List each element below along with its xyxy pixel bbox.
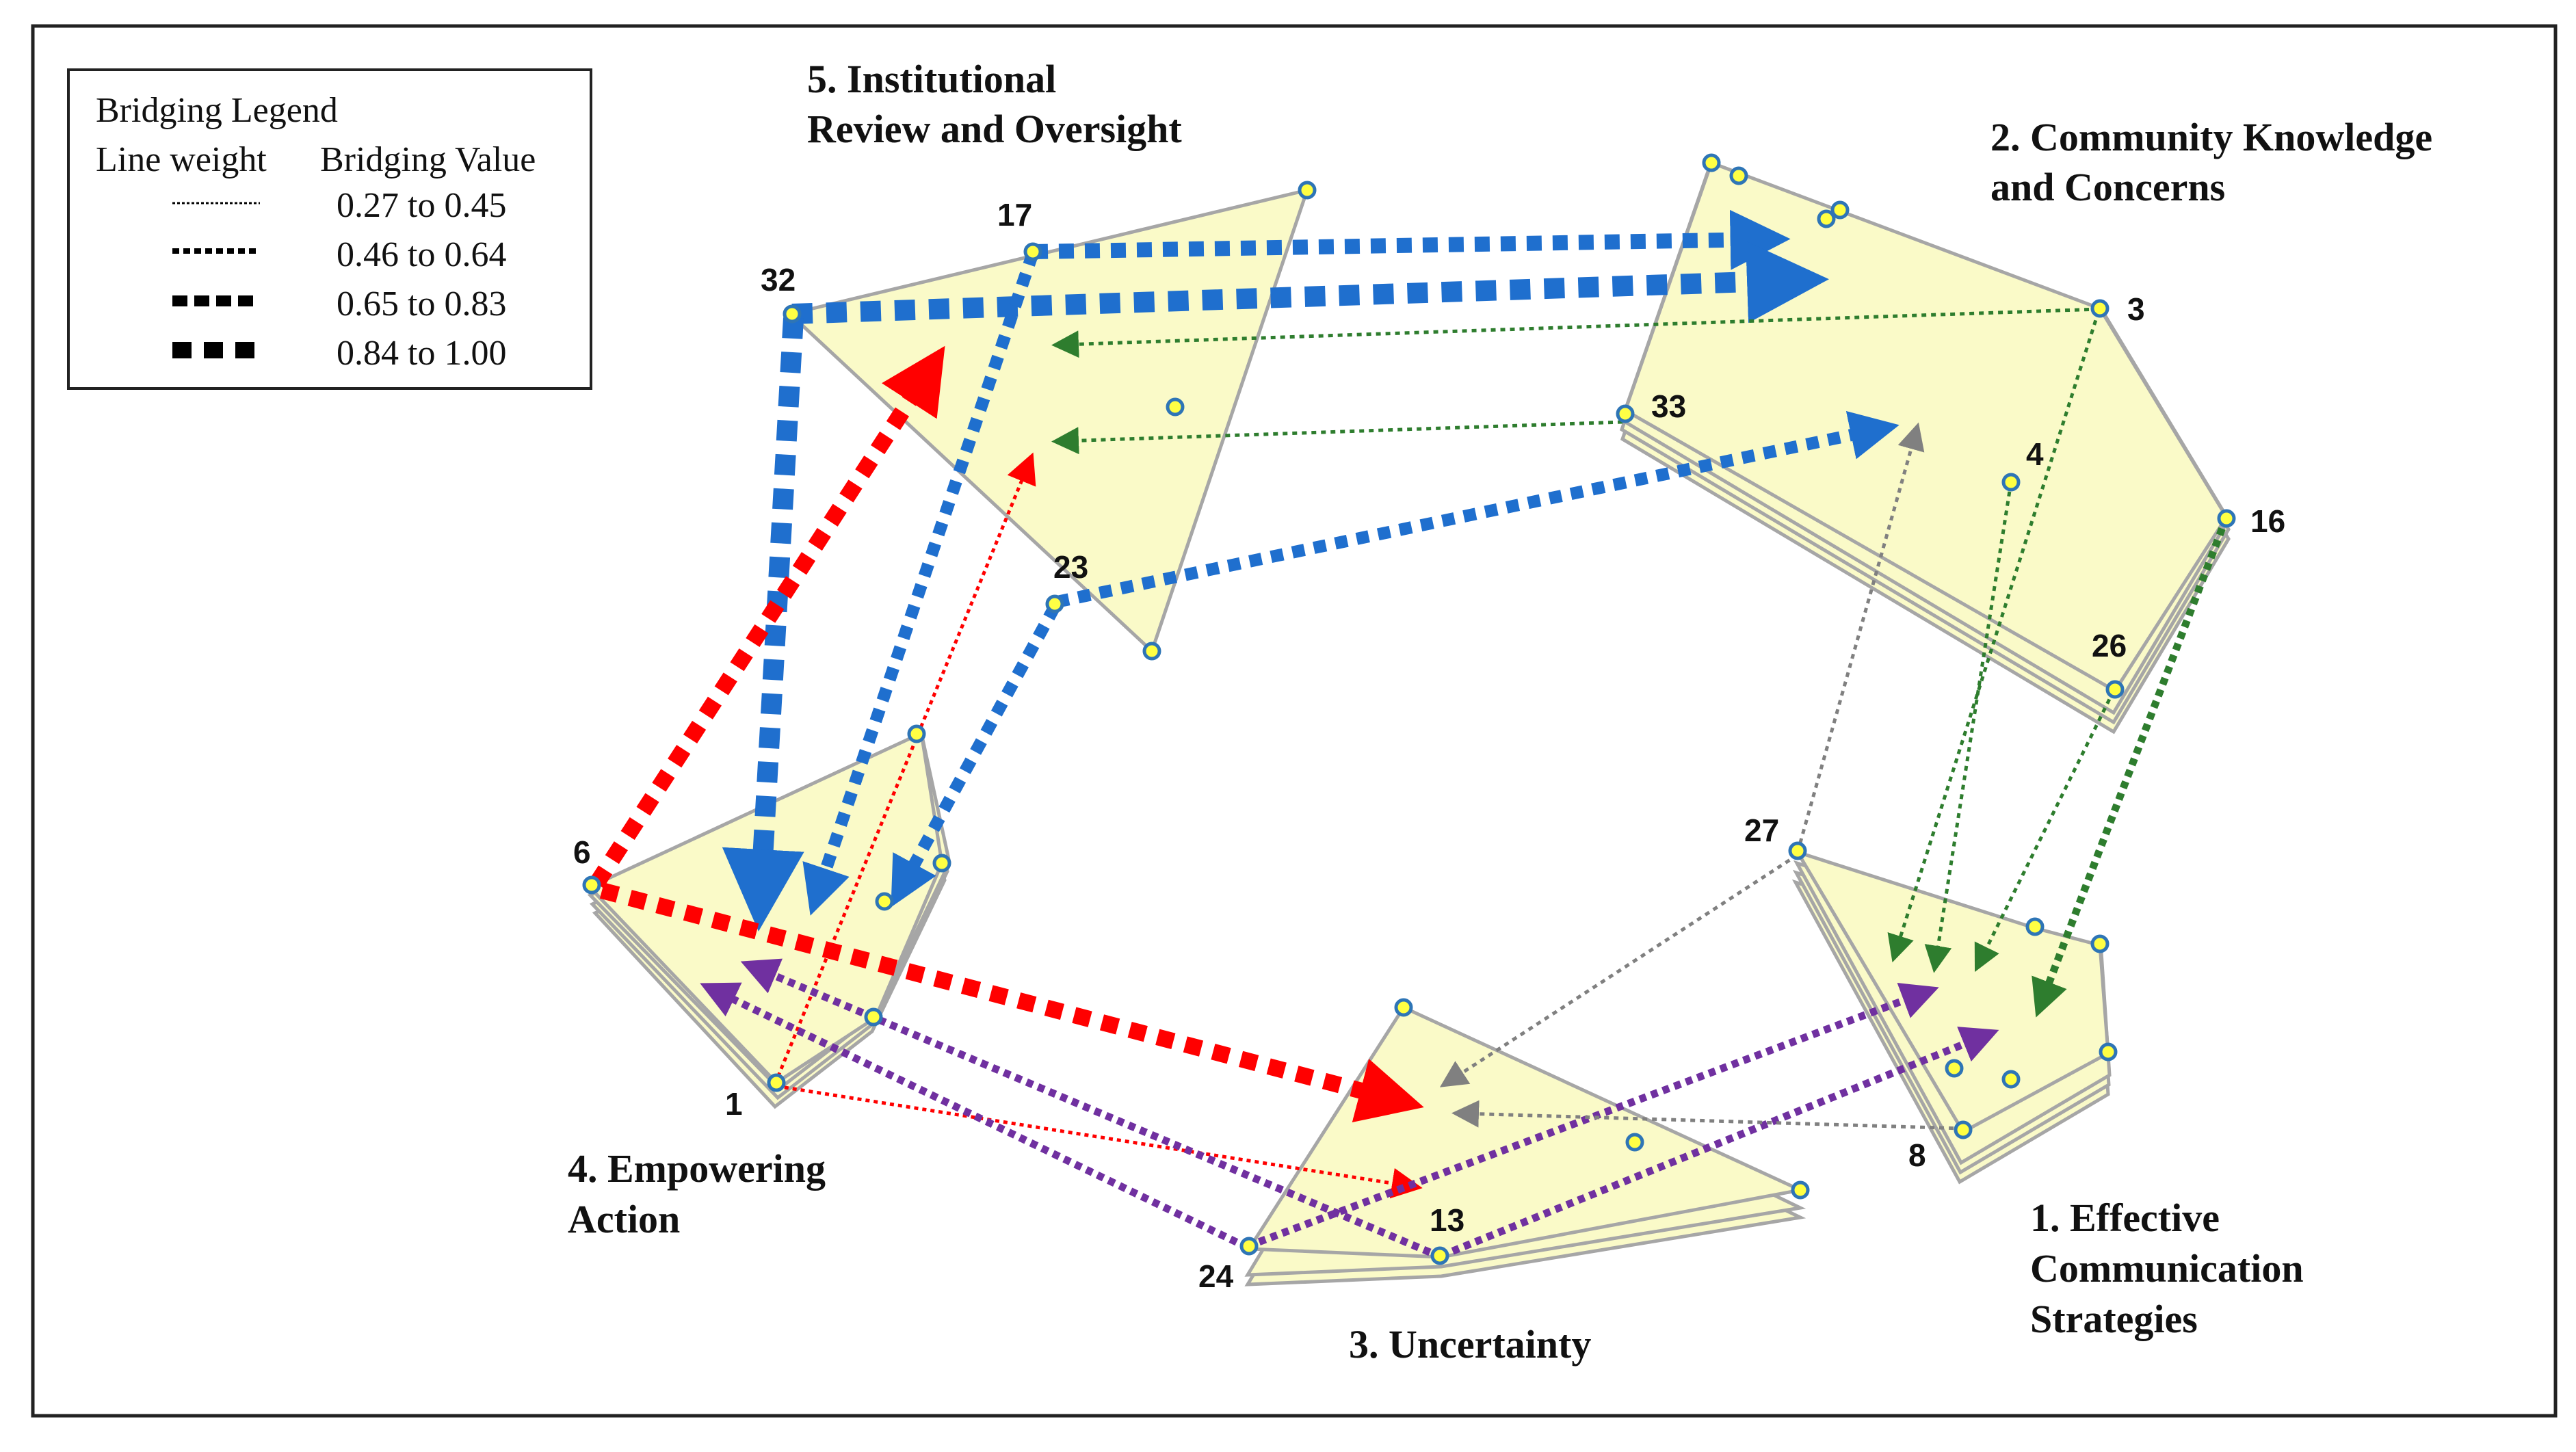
cluster-2-title-line-2: and Concerns — [1990, 165, 2225, 209]
cluster-4-title-line-2: Action — [568, 1197, 680, 1241]
cluster-3-title: 3. Uncertainty — [1349, 1322, 1591, 1367]
point-label-4: 4 — [2026, 436, 2044, 472]
point-label-33: 33 — [1651, 388, 1686, 424]
arrow-4-to-cluster-1 — [1924, 481, 2013, 973]
point-label-6: 6 — [573, 834, 591, 870]
cluster-1-title-line-2: Communication — [2030, 1246, 2304, 1291]
arrow-1-to-cluster-3 — [776, 1084, 1423, 1199]
legend-value-1: 0.27 to 0.45 — [337, 186, 506, 225]
point-label-16: 16 — [2250, 503, 2285, 539]
arrow-26-to-cluster-1 — [1974, 689, 2116, 973]
arrow-16-to-cluster-1 — [2032, 516, 2231, 1018]
bridging-legend: Bridging Legend Line weight Bridging Val… — [67, 68, 592, 390]
figure-border — [31, 24, 2558, 1418]
point-label-17: 17 — [997, 197, 1032, 233]
arrow-24-to-cluster-1 — [1246, 983, 1939, 1250]
arrow-3-to-cluster-5-upper — [1051, 307, 2099, 358]
cluster-2-title-line-1: 2. Community Knowledge — [1990, 115, 2432, 159]
cluster-5-polygon — [786, 187, 1310, 655]
statement-points — [582, 153, 2236, 1265]
cluster-1-title-line-1: 1. Effective — [2030, 1196, 2220, 1240]
arrow-8-to-cluster-3 — [1451, 1100, 1964, 1131]
arrow-23-to-cluster-2 — [1055, 410, 1900, 608]
arrow-32-to-cluster-2 — [791, 241, 1829, 324]
cluster-1-polygon — [1791, 849, 2112, 1185]
legend-value-4: 0.84 to 1.00 — [337, 334, 506, 373]
arrow-23-to-cluster-4 — [891, 603, 1060, 908]
point-label-23: 23 — [1053, 549, 1088, 585]
arrow-27-to-cluster-3 — [1439, 853, 1799, 1087]
legend-col-line: Line weight — [96, 140, 267, 179]
arrow-17-to-cluster-2 — [1032, 209, 1791, 270]
point-label-3: 3 — [2127, 291, 2145, 327]
legend-value-3: 0.65 to 0.83 — [337, 285, 506, 324]
point-label-8: 8 — [1908, 1137, 1926, 1173]
arrow-24-to-cluster-4-a — [700, 982, 1250, 1251]
legend-title: Bridging Legend — [96, 91, 338, 130]
arrow-17-to-cluster-4 — [802, 251, 1039, 916]
cluster-5-title-line-2: Review and Oversight — [807, 107, 1182, 151]
point-label-27: 27 — [1744, 813, 1779, 848]
arrow-3-to-cluster-1 — [1887, 311, 2101, 963]
cluster-2-polygon — [1619, 160, 2231, 735]
point-label-1: 1 — [725, 1086, 743, 1122]
cluster-1-title-line-3: Strategies — [2030, 1297, 2198, 1341]
point-label-24: 24 — [1198, 1258, 1234, 1294]
cluster-5-title-line-1: 5. Institutional — [807, 57, 1056, 101]
cluster-4-polygon — [586, 730, 951, 1109]
legend-value-2: 0.46 to 0.64 — [337, 235, 506, 274]
arrow-6-to-cluster-5 — [589, 345, 945, 888]
point-label-32: 32 — [761, 262, 796, 298]
point-label-26: 26 — [2092, 628, 2127, 663]
point-label-13: 13 — [1430, 1202, 1464, 1238]
legend-col-value: Bridging Value — [320, 140, 536, 179]
legend-box — [67, 68, 592, 390]
arrow-33-to-cluster-5-lower — [1051, 420, 1623, 455]
cluster-4-title-line-1: 4. Empowering — [568, 1146, 826, 1191]
arrow-6-to-cluster-3 — [599, 882, 1424, 1122]
